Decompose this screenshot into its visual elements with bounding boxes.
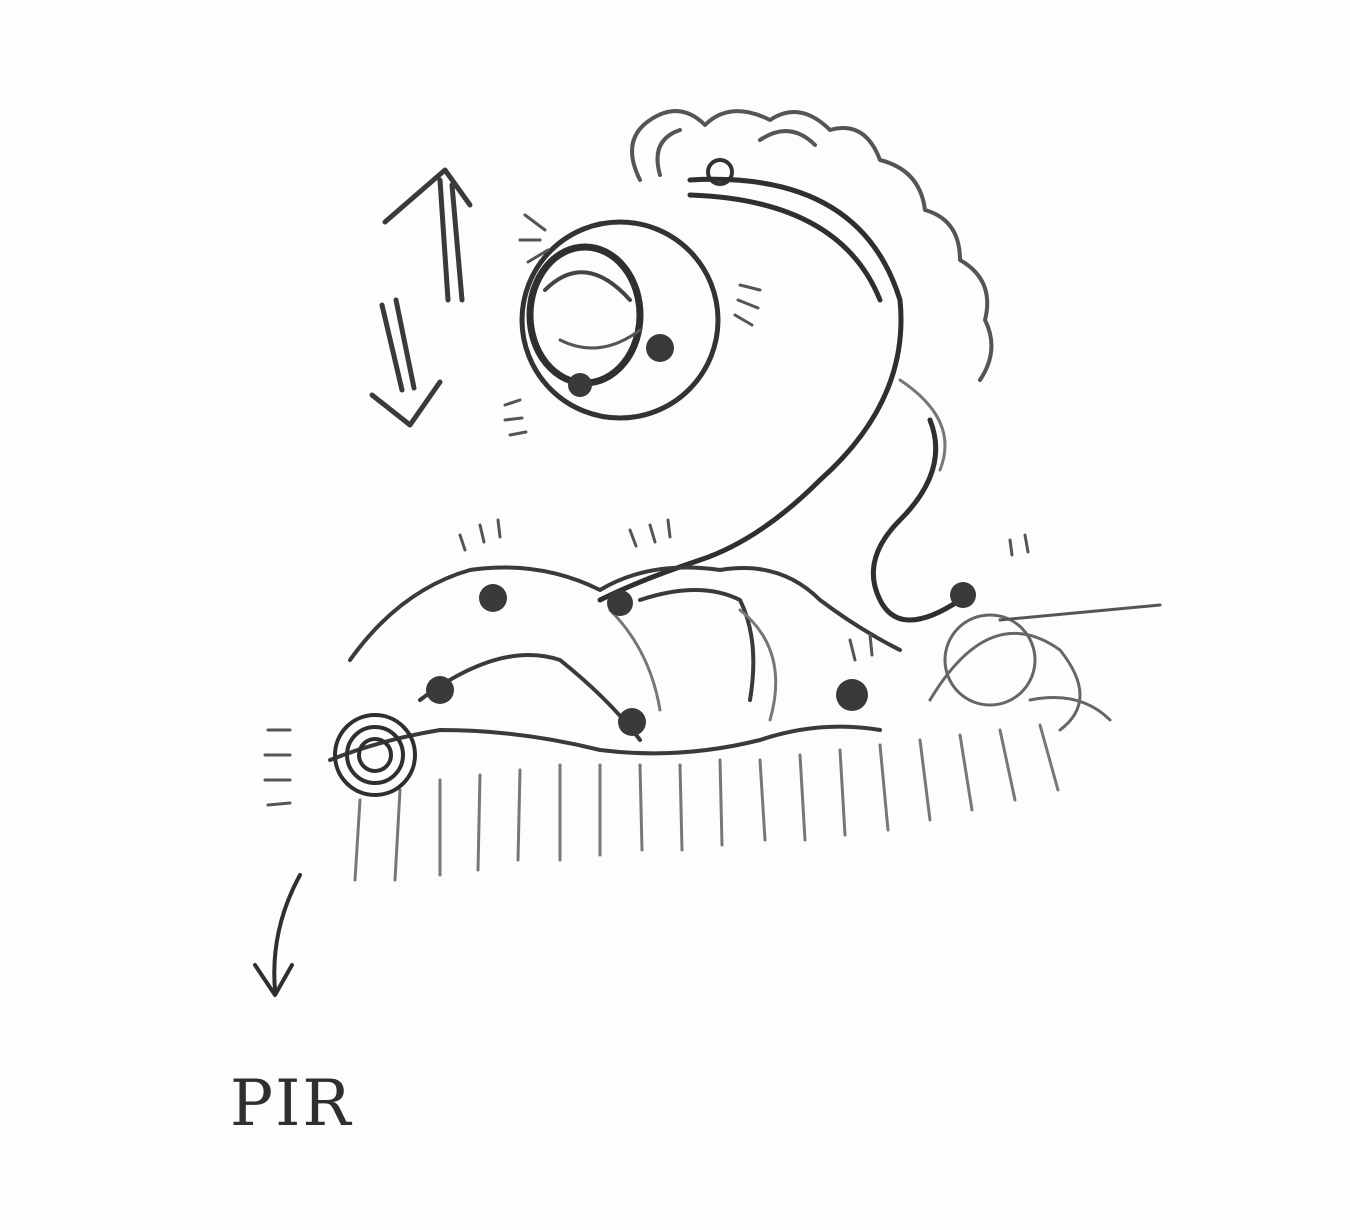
body-dots xyxy=(426,582,976,736)
right-tangle xyxy=(928,603,1162,732)
arrow-down-icon xyxy=(369,297,443,428)
body-outline xyxy=(597,176,963,623)
crest-outline xyxy=(630,109,994,382)
base-body xyxy=(328,565,902,762)
arrow-up-icon xyxy=(382,167,473,303)
fringe-strokes xyxy=(353,723,1060,882)
motion-ticks xyxy=(458,518,1030,662)
camera-head xyxy=(503,213,762,437)
curved-arrow-down-icon xyxy=(253,873,302,997)
pir-label: PIR xyxy=(230,1067,353,1141)
pir-sensor xyxy=(263,713,417,807)
